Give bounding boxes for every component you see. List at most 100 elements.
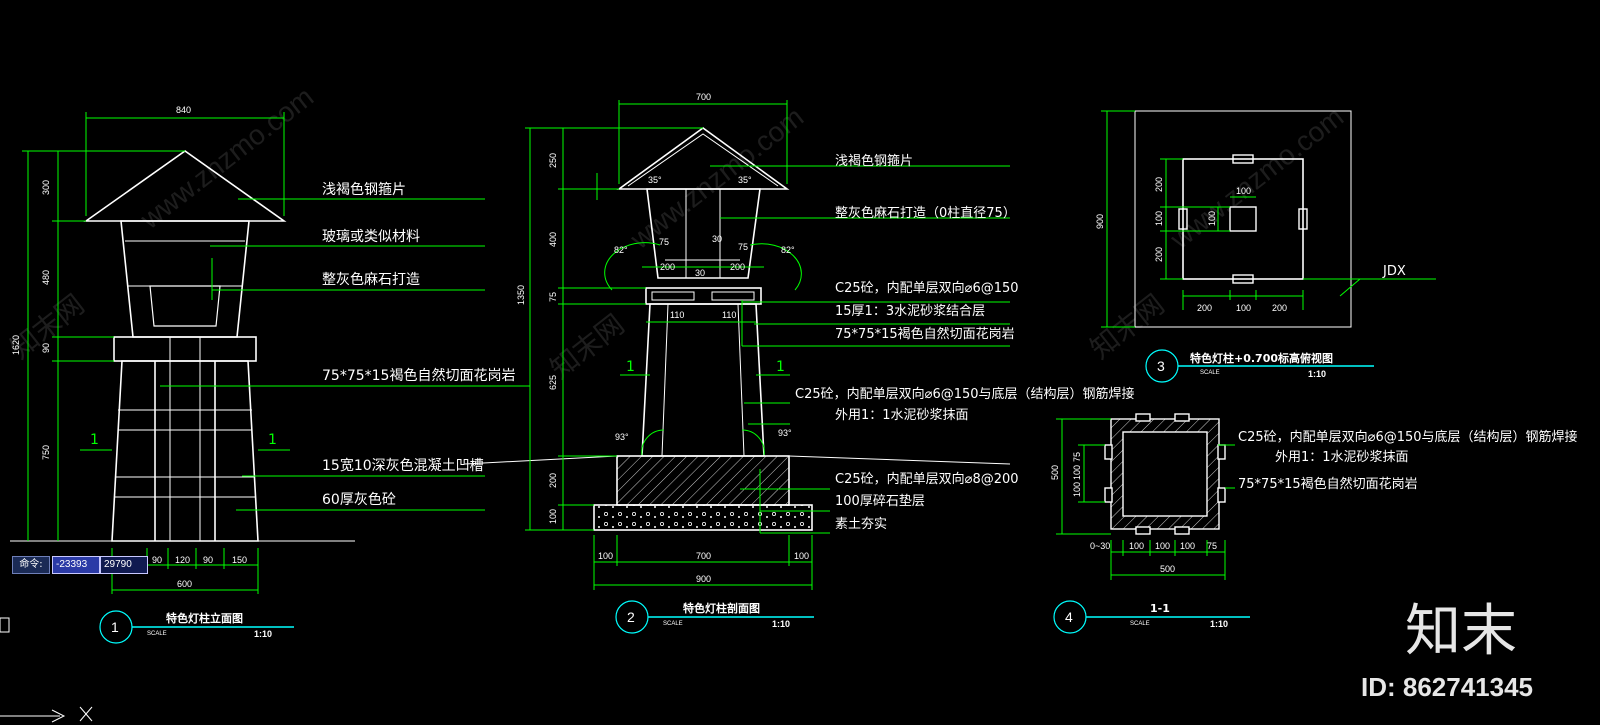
title-block-1: 1 特色灯柱立面图 SCALE 1:10 [99,610,294,644]
sect-dim-h6: 100 [548,509,558,524]
cut-view [1104,413,1226,535]
cut-text: 500 100 75 100 0~30 100 100 100 75 500 C… [1050,429,1578,574]
sect-note-9: 100厚碎石垫层 [835,493,925,509]
cut-note-2: 外用1：1水泥砂浆抹面 [1275,450,1409,465]
sect-note-10: 素土夯实 [835,517,887,532]
plan-cap-square [1182,158,1304,280]
sect-note-5: 75*75*15褐色自然切面花岗岩 [835,326,1015,342]
elev-cut-left: 1 [90,432,99,448]
cut-dim-h100a: 100 [1129,541,1144,551]
sect-note-2: 整灰色麻石打造（0柱直径75） [835,205,1016,221]
sect-dim-w200b: 200 [730,262,745,272]
plan-dim-v200a: 200 [1154,177,1164,192]
cut-dim-width: 500 [1160,564,1175,574]
elevation-cap [113,336,257,362]
elevation-lantern [120,220,250,338]
sect-angle-d: 82° [781,245,795,255]
elev-dim-b5: 150 [232,555,247,565]
watermark-site-3: www.znzmo.com [1164,101,1349,255]
title-1-number: 1 [111,619,119,635]
elev-note-4: 75*75*15褐色自然切面花岗岩 [322,367,515,384]
section-gravel-bed [593,504,813,531]
title-4-text: 1-1 [1150,602,1170,615]
title-block-4: 4 1-1 SCALE 1:10 [1053,600,1250,634]
elev-dim-b2: 90 [152,555,162,565]
cut-dim-h75: 75 [1207,541,1217,551]
sect-cut-right: 1 [776,359,785,375]
coordinate-x-readout[interactable]: -23393 [52,556,100,574]
sect-note-6: C25砼，内配单层双向⌀6@150与底层（结构层）钢筋焊接 [795,386,1135,402]
ucs-icon [0,617,93,723]
section-leaders [525,100,1010,590]
elev-dim-bottom: 600 [177,579,192,589]
sect-angle-b: 35° [738,175,752,185]
plan-dim-v200b: 200 [1154,247,1164,262]
sect-dim-top: 700 [696,92,711,102]
plan-dim-inner100: 100 [1236,186,1251,196]
sect-dim-inner3: 75 [738,242,748,252]
title-block-3: 3 特色灯柱+0.700标高俯视图 SCALE 1:10 [1145,349,1374,383]
cut-lines [1056,418,1235,580]
plan-dim-h200b: 200 [1272,303,1287,313]
elev-note-5: 15宽10深灰色混凝土凹槽 [322,457,484,474]
sect-dim-b100a: 100 [598,551,613,561]
section-column [641,303,765,457]
title-1-ratio: 1:10 [254,629,272,639]
title-block-2: 2 特色灯柱剖面图 SCALE 1:10 [615,600,814,634]
watermark-layer: www.znzmo.com www.znzmo.com www.znzmo.co… [5,81,1350,385]
elevation-glass-panel [149,285,221,327]
title-4-ratio: 1:10 [1210,619,1228,629]
sect-dim-w110b: 110 [722,310,736,320]
elev-dim-total: 1620 [11,335,21,355]
elev-note-6: 60厚灰色砼 [322,491,396,508]
elevation-dimension-text: 840 300 480 90 750 1620 150 90 120 90 15… [11,105,277,589]
elev-note-1: 浅褐色钢箍片 [322,181,406,198]
sect-note-8: C25砼，内配单层双向⌀8@200 [835,471,1019,487]
plan-outer-square [1134,110,1352,328]
elev-dim-b4: 90 [203,555,213,565]
section-lantern [646,188,761,279]
title-1-scale: SCALE [147,631,167,637]
cut-dim-height: 500 [1050,465,1060,480]
sect-dim-w200a: 200 [660,262,675,272]
cut-inner-square [1122,431,1208,517]
watermark-site-1: www.znzmo.com [134,81,319,235]
plan-dim-h200a: 200 [1197,303,1212,313]
sect-dim-inner1: 75 [659,237,669,247]
coordinate-y-readout[interactable]: 29790 [100,556,148,574]
sect-note-1: 浅褐色钢箍片 [835,153,913,169]
sect-dim-h1: 250 [548,153,558,168]
section-view [464,127,1011,531]
sect-note-3: C25砼，内配单层双向⌀6@150 [835,280,1019,296]
section-dimension-text: 700 250 400 75 625 200 100 1350 75 30 75… [516,92,809,584]
section-notes: 浅褐色钢箍片 整灰色麻石打造（0柱直径75） C25砼，内配单层双向⌀6@150… [795,153,1135,532]
elev-note-3: 整灰色麻石打造 [322,271,420,288]
elevation-view [10,150,355,542]
sect-note-7: 外用1：1水泥砂浆抹面 [835,408,969,423]
brand-logo-text: 知末 [1405,599,1517,664]
plan-center-hole [1229,206,1257,232]
elev-dim-h3: 90 [41,343,51,353]
command-line-label: 命令: [12,556,50,574]
sect-angle-f: 93° [778,428,792,438]
elevation-leaders [22,112,530,594]
sect-dim-h4: 625 [548,375,558,390]
title-2-number: 2 [627,609,635,625]
plan-dim-h100: 100 [1236,303,1251,313]
sect-dim-w30: 30 [695,268,705,278]
title-3-scale: SCALE [1200,370,1220,376]
plan-label-jdx: JDX [1382,264,1406,279]
sect-angle-e: 93° [615,432,629,442]
elev-cut-right: 1 [268,432,277,448]
title-1-text: 特色灯柱立面图 [166,611,243,625]
plan-view [1134,110,1352,328]
sect-cut-left: 1 [626,359,635,375]
sect-dim-w110a: 110 [670,310,684,320]
sect-dim-total: 1350 [516,285,526,305]
section-footing [616,455,790,506]
sect-note-4: 15厚1：3水泥砂浆结合层 [835,304,985,319]
brand-logo: 知末 ID: 862741345 [1361,599,1533,702]
elevation-column [111,360,259,542]
sect-angle-c: 82° [614,245,628,255]
